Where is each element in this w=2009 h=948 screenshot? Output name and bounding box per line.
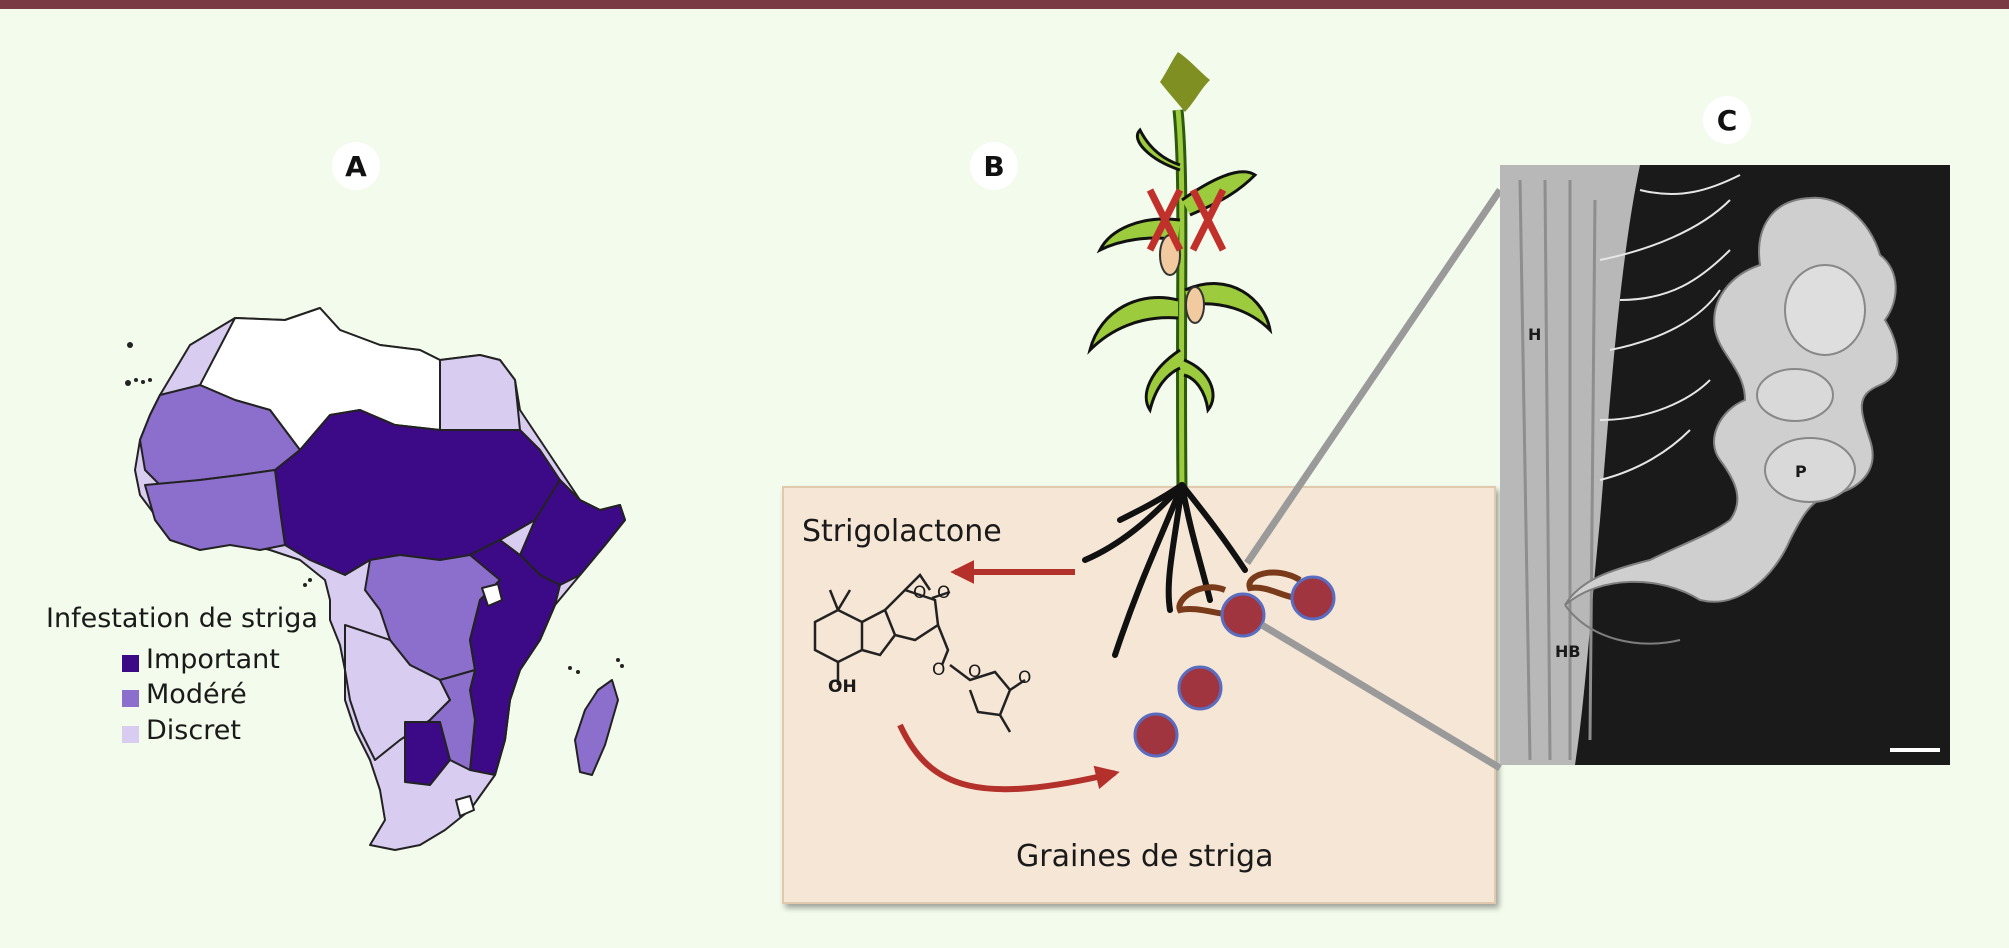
top-border-bar xyxy=(0,0,2009,9)
region-botswana-important xyxy=(404,721,451,786)
atom-label-o3: O xyxy=(932,660,945,680)
roots xyxy=(1082,482,1248,658)
atom-label-o1: O xyxy=(913,583,926,603)
sem-micrograph: H P HB xyxy=(1500,165,1950,765)
striga-seeds xyxy=(1133,665,1223,758)
lake-victoria xyxy=(481,583,503,607)
legend-label-discret: Discret xyxy=(146,715,241,746)
scale-bar xyxy=(1890,748,1940,752)
islands xyxy=(125,342,624,674)
legend-label-important: Important xyxy=(146,644,280,675)
madagascar xyxy=(574,679,619,776)
atom-label-o5: O xyxy=(1018,668,1031,688)
arrow-to-seeds xyxy=(897,723,1120,793)
atom-label-o2: O xyxy=(937,583,950,603)
africa-map xyxy=(125,307,626,851)
region-sahel-important xyxy=(274,409,561,576)
panel-letter-a: A xyxy=(332,142,380,190)
region-westcoast-moderate xyxy=(144,469,286,551)
atom-label-o4: O xyxy=(968,662,981,682)
germinated-seeds xyxy=(1176,569,1336,638)
lesotho xyxy=(455,795,475,817)
legend-swatch-discret xyxy=(122,726,139,743)
micrograph-label-p: P xyxy=(1795,462,1807,481)
atom-label-oh: OH xyxy=(828,677,857,697)
micrograph-label-hb: HB xyxy=(1555,642,1581,661)
legend-title: Infestation de striga xyxy=(46,603,318,634)
molecule-labels: OH O O O O O xyxy=(828,583,1031,697)
strigolactone-label: Strigolactone xyxy=(802,514,1002,549)
maize-plant xyxy=(1082,52,1273,658)
panel-letter-c: C xyxy=(1703,96,1751,144)
legend-swatch-moderate xyxy=(122,690,139,707)
region-egypt xyxy=(439,354,521,431)
tassel xyxy=(1160,52,1210,112)
legend-label-moderate: Modéré xyxy=(146,679,247,710)
striga-seeds-label: Graines de striga xyxy=(1016,839,1273,874)
strigolactone-molecule xyxy=(813,573,1026,733)
micrograph-label-h: H xyxy=(1528,325,1541,344)
legend-swatch-important xyxy=(122,655,139,672)
zoom-connector xyxy=(1244,188,1503,772)
panel-letter-b: B xyxy=(970,142,1018,190)
cross-mark xyxy=(1146,188,1227,252)
